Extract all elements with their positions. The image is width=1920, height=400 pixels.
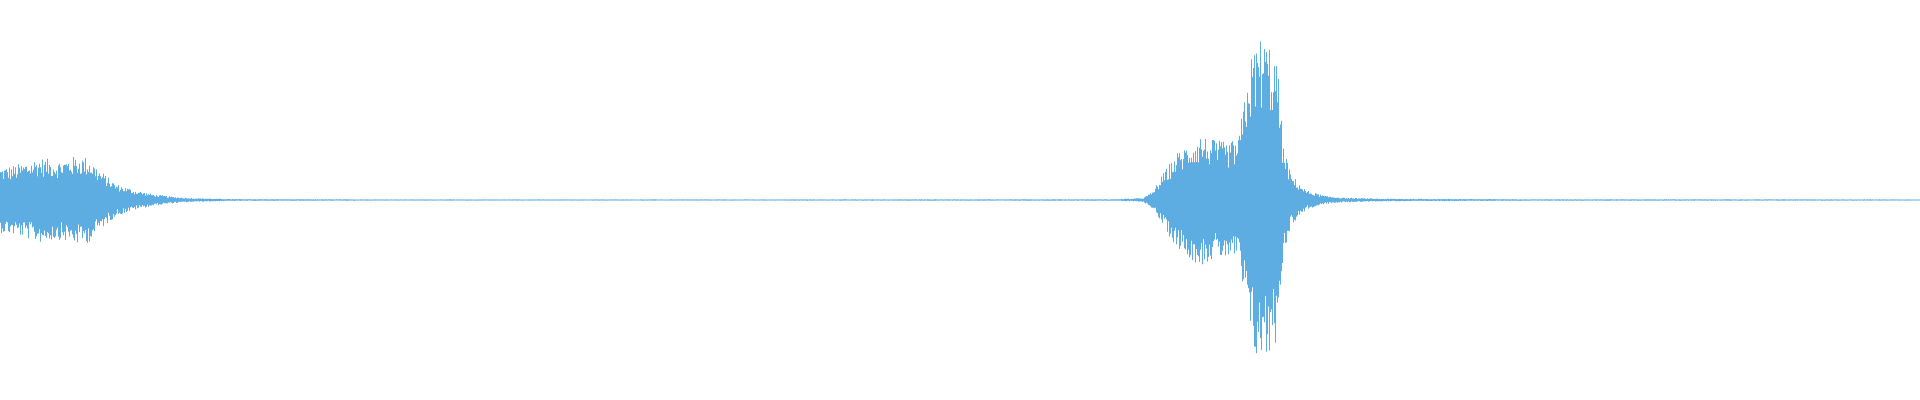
waveform-signal — [0, 41, 1920, 354]
